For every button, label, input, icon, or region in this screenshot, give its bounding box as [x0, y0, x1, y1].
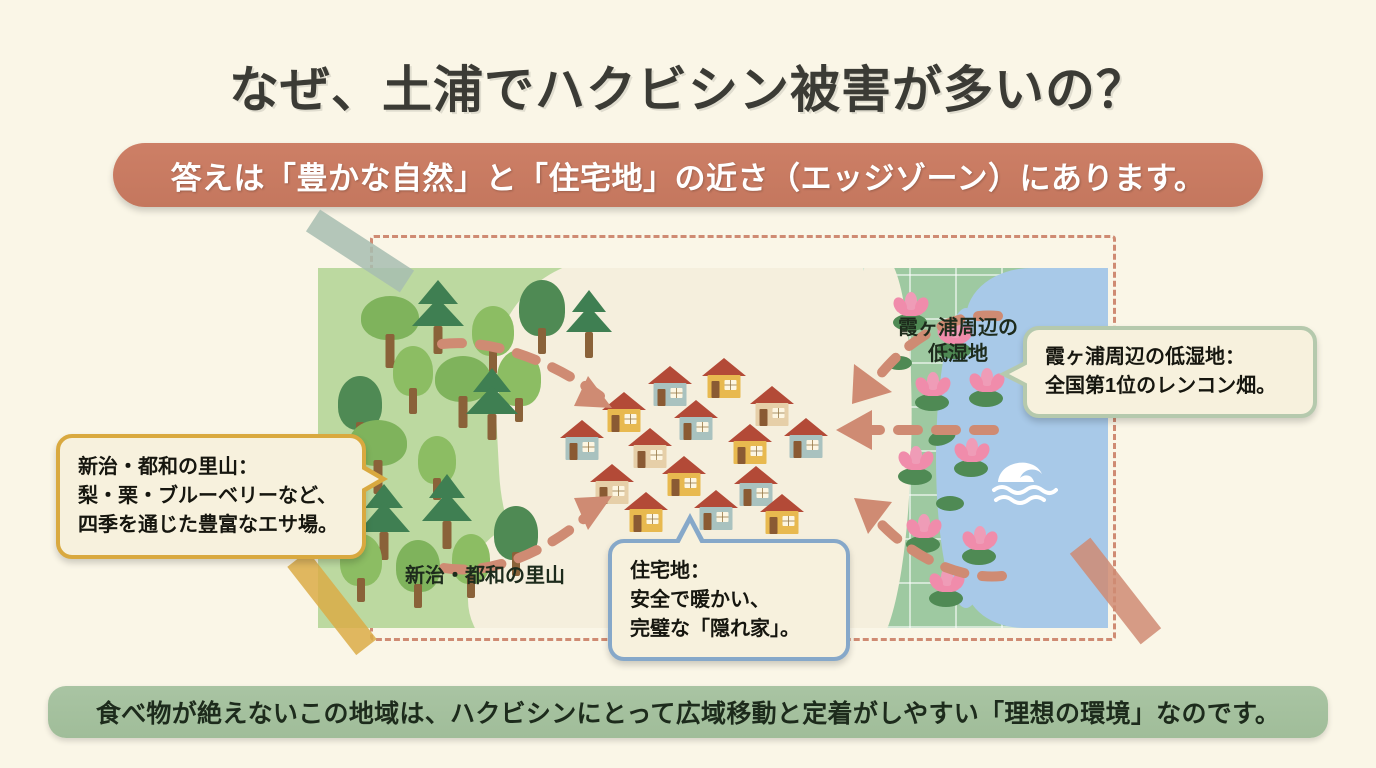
callout-tail-inner: [679, 523, 701, 544]
house-icon: [628, 428, 672, 468]
tree-conifer: [464, 368, 520, 448]
lotus-flower-icon: [903, 514, 945, 540]
house-icon: [750, 386, 794, 426]
lily-pad: [893, 314, 927, 331]
lily-pad: [898, 468, 932, 485]
house-icon: [662, 456, 706, 496]
callout-wetland-text: 霞ヶ浦周辺の低湿地： 全国第1位のレンコン畑。: [1045, 346, 1277, 397]
house-icon: [560, 420, 604, 460]
lotus-flower-icon: [890, 292, 932, 318]
lotus-flower-icon: [951, 438, 993, 464]
lily-pad: [962, 548, 996, 565]
house-icon: [760, 494, 804, 534]
tree-conifer: [420, 474, 474, 556]
tree-broadleaf: [390, 346, 436, 414]
bottom-banner: 食べ物が絶えないこの地域は、ハクビシンにとって広域移動と定着がしやすい「理想の環…: [48, 686, 1328, 738]
lotus-flower-icon: [895, 446, 937, 472]
map-label-wetland-line1: 霞ヶ浦周辺の: [898, 317, 1018, 339]
lotus-flower-icon: [912, 372, 954, 398]
callout-satoyama: 新治・都和の里山： 梨・栗・ブルーベリーなど、 四季を通じた豊富なエサ場。: [56, 434, 388, 559]
lily-pad: [936, 496, 964, 511]
lotus-flower-icon: [959, 526, 1001, 552]
tree-broadleaf: [516, 280, 568, 354]
subtitle-banner: 答えは「豊かな自然」と「住宅地」の近さ（エッジゾーン）にあります。: [113, 143, 1263, 207]
tree-conifer: [564, 290, 614, 364]
arrow-paddy-to-village-middle: [836, 410, 999, 450]
map-label-forest: 新治・都和の里山: [405, 565, 565, 587]
page-title: なぜ、土浦でハクビシン被害が多いの？: [229, 62, 1147, 118]
arrow-paddy-to-village-top: [852, 310, 1003, 404]
callout-satoyama-text: 新治・都和の里山： 梨・栗・ブルーベリーなど、 四季を通じた豊富なエサ場。: [78, 456, 338, 536]
lily-pad: [937, 342, 971, 359]
tree-broadleaf: [360, 296, 420, 368]
arrow-forest-to-village-lower: [439, 496, 612, 575]
house-icon: [728, 424, 772, 464]
subtitle-banner-text: 答えは「豊かな自然」と「住宅地」の近さ（エッジゾーン）にあります。: [170, 160, 1206, 196]
house-icon: [702, 358, 746, 398]
callout-tail-inner: [1009, 364, 1028, 384]
house-icon: [624, 492, 668, 532]
bottom-banner-text: 食べ物が絶えないこの地域は、ハクビシンにとって広域移動と定着がしやすい「理想の環…: [95, 700, 1281, 728]
callout-residential: 住宅地： 安全で暖かい、 完璧な「隠れ家」。: [608, 513, 850, 661]
house-icon: [694, 490, 738, 530]
callout-tail-inner: [360, 468, 379, 490]
callout-residential-text: 住宅地： 安全で暖かい、 完璧な「隠れ家」。: [630, 559, 800, 640]
callout-wetland: 霞ヶ浦周辺の低湿地： 全国第1位のレンコン畑。: [999, 326, 1317, 418]
lily-pad: [929, 590, 963, 607]
lily-pad: [954, 460, 988, 477]
house-icon: [784, 418, 828, 458]
lotus-flower-icon: [966, 368, 1008, 394]
tree-broadleaf: [394, 540, 442, 608]
wave-icon: [992, 462, 1058, 505]
lily-pad: [969, 390, 1003, 407]
house-icon: [602, 392, 646, 432]
tree-conifer: [410, 280, 466, 360]
lily-pad: [915, 394, 949, 411]
house-icon: [674, 400, 718, 440]
tree-broadleaf: [450, 534, 492, 598]
arrow-forest-to-village: [437, 338, 612, 408]
arrow-paddy-to-village-bottom: [854, 498, 1007, 582]
map-label-wetland-line2: 低湿地: [928, 343, 988, 365]
